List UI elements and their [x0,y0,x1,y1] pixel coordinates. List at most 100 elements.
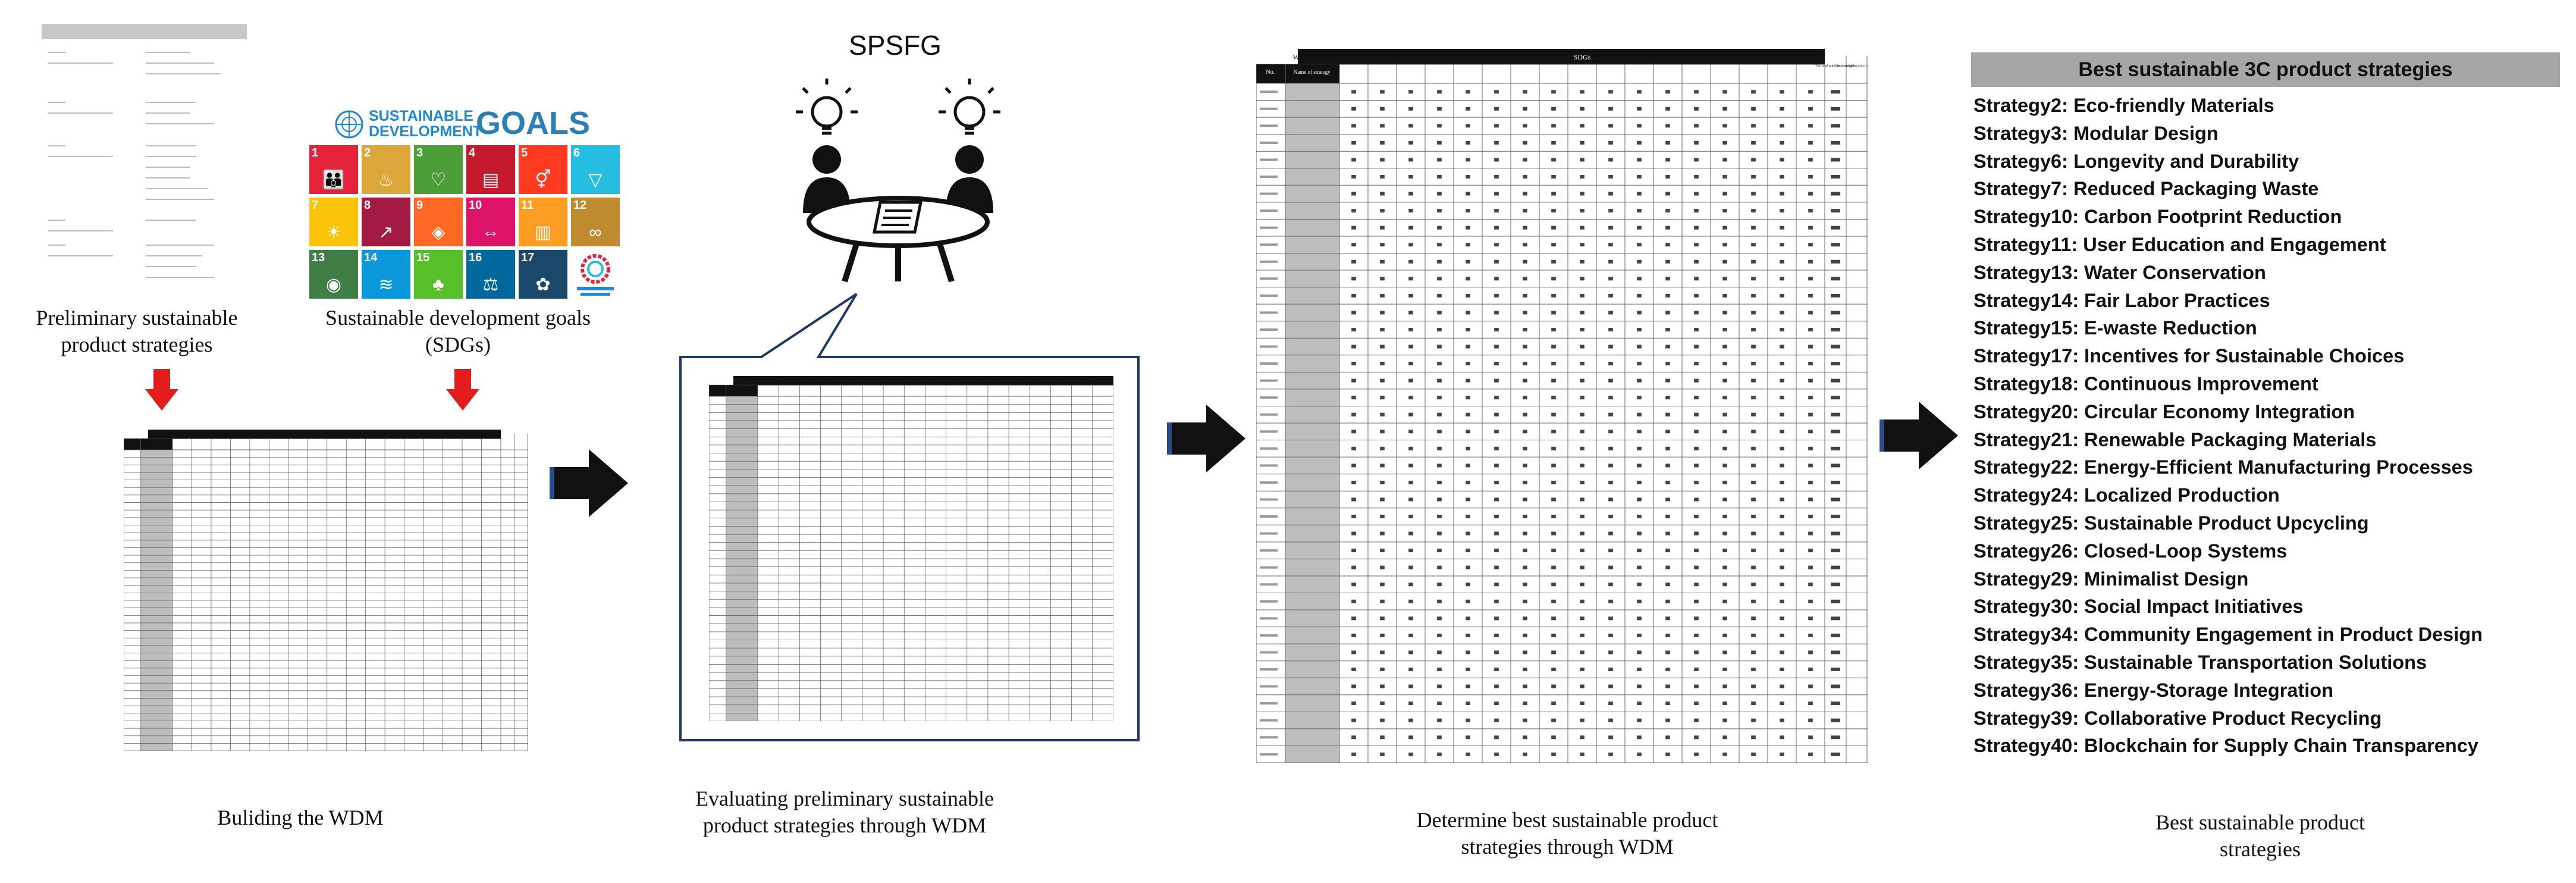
weight-cell-mark [1523,650,1527,655]
weight-cell-mark [1665,158,1670,162]
weight-cell-mark [1780,446,1784,450]
weight-cell-mark [1523,684,1527,688]
weight-cell-mark [1408,327,1413,331]
weight-cell-mark [1722,362,1727,366]
best-strategy-item: Strategy20: Circular Economy Integration [1973,400,2355,422]
weight-cell-mark [1580,277,1584,281]
strategy-id-mark [1260,328,1278,331]
strategy-id-mark [1260,600,1278,603]
weight-cell-mark [1437,378,1442,383]
weight-cell-mark [1380,650,1385,655]
weight-cell-mark [1580,90,1584,94]
weight-cell-mark [1523,175,1527,179]
strategy-id-mark [1260,396,1278,399]
weight-cell-mark [1780,175,1784,179]
weight-cell-mark [1437,752,1442,756]
weight-cell-mark [1523,277,1527,281]
weight-cell-mark [1551,209,1556,213]
best-strategy-header: Best sustainable product strategies [1836,65,1868,68]
weight-cell-mark [1551,243,1556,247]
weight-cell-mark [1694,209,1699,213]
weight-cell-mark [1808,667,1813,671]
weight-cell-mark [1437,633,1442,637]
weight-cell-mark [1751,396,1756,400]
weight-cell-mark [1437,497,1442,502]
strategy-id-mark [1260,209,1278,212]
weight-cell-mark [1351,565,1356,569]
strategy-id-mark [1260,532,1278,535]
weight-cell-mark [1722,158,1727,162]
weight-cell-mark [1580,565,1584,569]
weight-cell-mark [1494,293,1499,298]
weight-cell-mark [1751,480,1756,484]
best-strategy-item: Strategy14: Fair Labor Practices [1973,289,2270,311]
weight-cell-mark [1751,362,1756,366]
weight-cell-mark [1351,650,1356,655]
weight-cell-mark [1665,259,1670,264]
weight-cell-mark [1751,702,1756,706]
best-strategy-item: Strategy39: Collaborative Product Recycl… [1973,707,2382,729]
weight-cell-mark [1665,464,1670,468]
weight-cell-mark [1437,599,1442,603]
best-strategies-header: Best sustainable 3C product strategies [1971,52,2560,87]
weight-cell-mark [1608,378,1613,383]
fish-icon: ≋ [378,275,394,295]
matrix-corner-cell [1256,64,1339,83]
weight-cell-mark [1608,430,1613,434]
strategy-id-mark [1260,447,1278,450]
weight-cell-mark [1580,158,1584,162]
weight-cell-mark [1751,497,1756,502]
matrix-column-header-row [1256,64,1825,84]
weight-cell-mark [1722,345,1727,349]
best-strategy-item: Strategy13: Water Conservation [1973,261,2266,283]
total-weights-header: The total number of weights [1815,64,1856,68]
weight-cell-mark [1580,650,1584,655]
weight-cell-mark [1466,549,1470,553]
total-weight-mark [1831,158,1840,162]
weight-cell-mark [1637,226,1642,230]
weight-cell-mark [1523,293,1527,298]
weight-cell-mark [1551,531,1556,536]
weight-cell-mark [1722,209,1727,213]
weight-cell-mark [1551,565,1556,569]
weight-cell-mark [1580,259,1584,264]
weight-cell-mark [1523,412,1527,417]
weight-cell-mark [1523,599,1527,603]
weight-cell-mark [1608,549,1613,553]
weight-cell-mark [1694,259,1699,264]
best-strategy-item: Strategy34: Community Engagement in Prod… [1973,624,2483,646]
weight-cell-mark [1494,667,1499,671]
weight-cell-mark [1437,259,1442,264]
weight-cell-mark [1694,702,1699,706]
weight-cell-mark [1637,140,1642,145]
weight-cell-mark [1780,209,1784,213]
strategy-id-mark [1260,736,1278,739]
weight-cell-mark [1494,549,1499,553]
weight-cell-mark [1494,90,1499,94]
weight-cell-mark [1408,345,1413,349]
weight-cell-mark [1722,702,1727,706]
preliminary-strategies-document [42,24,247,278]
weight-cell-mark [1494,702,1499,706]
weight-cell-mark [1780,412,1784,417]
weight-cell-mark [1665,362,1670,366]
weight-cell-mark [1408,599,1413,603]
weight-cell-mark [1722,311,1727,315]
weight-cell-mark [1694,480,1699,484]
weight-cell-mark [1351,124,1356,128]
weight-cell-mark [1808,684,1813,688]
weight-cell-mark [1808,259,1813,264]
weight-cell-mark [1380,735,1385,740]
weight-cell-mark [1437,277,1442,281]
weight-cell-mark [1780,667,1784,671]
weight-cell-mark [1637,396,1642,400]
weight-cell-mark [1380,667,1385,671]
weight-cell-mark [1551,446,1556,450]
weight-cell-mark [1437,650,1442,655]
weight-cell-mark [1694,430,1699,434]
weight-cell-mark [1780,480,1784,484]
infinity-icon: ∞ [589,223,602,242]
weight-cell-mark [1437,549,1442,553]
weight-cell-mark [1637,311,1642,315]
strategy-id-mark [1260,668,1278,671]
